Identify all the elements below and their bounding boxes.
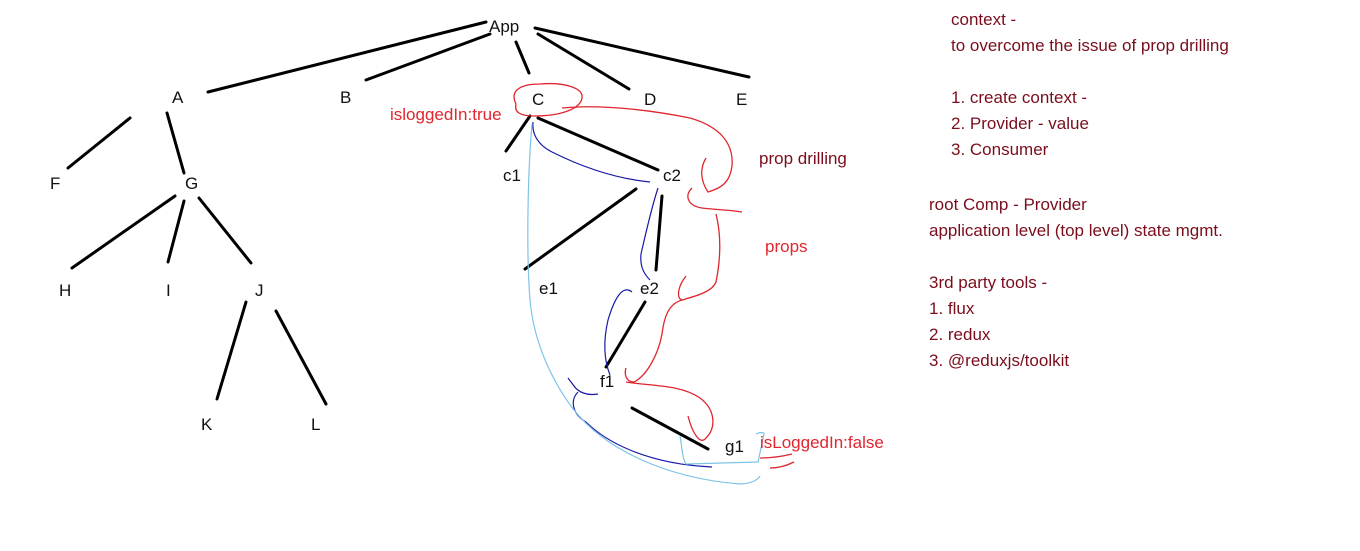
edge-app-d — [536, 32, 631, 91]
edge-c2-e2 — [654, 194, 664, 272]
node-f: F — [50, 174, 61, 193]
edge-g-j — [197, 196, 253, 265]
node-e2: e2 — [640, 279, 659, 298]
node-h: H — [59, 281, 72, 300]
blue-flow-e2-to-f1 — [604, 289, 633, 376]
red-flow-c-to-c2 — [561, 106, 733, 193]
lightblue-flow-g1-box — [679, 431, 765, 465]
annotation-prop-drilling: prop drilling — [759, 149, 847, 168]
tree-edges — [66, 20, 751, 451]
context-note-title: context - — [951, 10, 1017, 29]
edge-app-a — [206, 20, 488, 94]
root-note-line2: application level (top level) state mgmt… — [929, 221, 1223, 240]
node-d: D — [644, 90, 657, 109]
node-e: E — [736, 90, 748, 109]
node-g: G — [185, 174, 199, 193]
node-g1: g1 — [725, 437, 744, 456]
node-i: I — [166, 281, 171, 300]
lightblue-flow-c-to-g1 — [527, 123, 761, 485]
red-flow-g1-marks — [759, 453, 795, 469]
edge-e2-f1 — [604, 300, 647, 369]
tools-item-1: 1. flux — [929, 299, 975, 318]
blue-flow-c2-to-e2 — [640, 187, 659, 281]
edge-app-b — [364, 32, 492, 82]
context-flow-blue — [532, 121, 713, 468]
prop-drilling-red — [513, 82, 795, 469]
edge-a-g — [165, 111, 186, 175]
red-flow-c2-right — [687, 187, 743, 213]
context-flow-lightblue — [527, 123, 765, 485]
red-flow-c2-to-e2 — [677, 213, 721, 301]
node-c2: c2 — [663, 166, 681, 185]
annotation-c-state: isloggedIn:true — [390, 105, 502, 124]
node-c1: c1 — [503, 166, 521, 185]
annotation-props: props — [765, 237, 808, 256]
edge-c-c1 — [504, 114, 532, 153]
tools-item-2: 2. redux — [929, 325, 991, 344]
edge-a-f — [66, 116, 132, 170]
red-flow-f1-to-g1 — [625, 381, 714, 441]
context-step-1: 1. create context - — [951, 88, 1088, 107]
edge-j-k — [215, 300, 248, 401]
edge-g-h — [70, 194, 177, 270]
edge-c2-e1 — [523, 187, 638, 271]
annotation-g1-state: isLoggedIn:false — [760, 433, 884, 452]
blue-flow-c-to-c2 — [532, 121, 651, 183]
node-app: App — [489, 17, 520, 36]
edge-app-c — [514, 40, 531, 75]
node-b: B — [340, 88, 352, 107]
node-c: C — [532, 90, 545, 109]
root-note-line1: root Comp - Provider — [929, 195, 1087, 214]
edge-f1-g1 — [630, 406, 710, 451]
edge-g-i — [166, 199, 186, 264]
tools-item-3: 3. @reduxjs/toolkit — [929, 351, 1070, 370]
node-j: J — [255, 281, 264, 300]
node-a: A — [172, 88, 184, 107]
node-k: K — [201, 415, 213, 434]
tools-note-title: 3rd party tools - — [929, 273, 1048, 292]
node-l: L — [311, 415, 321, 434]
node-e1: e1 — [539, 279, 558, 298]
context-step-3: 3. Consumer — [951, 140, 1049, 159]
edge-c-c2 — [536, 116, 660, 172]
blue-flow-f1-loop — [567, 377, 599, 396]
context-step-2: 2. Provider - value — [951, 114, 1089, 133]
edge-app-e — [533, 26, 751, 79]
edge-j-l — [274, 309, 328, 406]
blue-flow-f1-to-g1 — [572, 391, 713, 468]
red-circle-c — [513, 82, 583, 117]
context-note-description: to overcome the issue of prop drilling — [951, 36, 1229, 55]
red-flow-e2-to-f1 — [624, 299, 683, 383]
node-f1: f1 — [600, 372, 615, 391]
